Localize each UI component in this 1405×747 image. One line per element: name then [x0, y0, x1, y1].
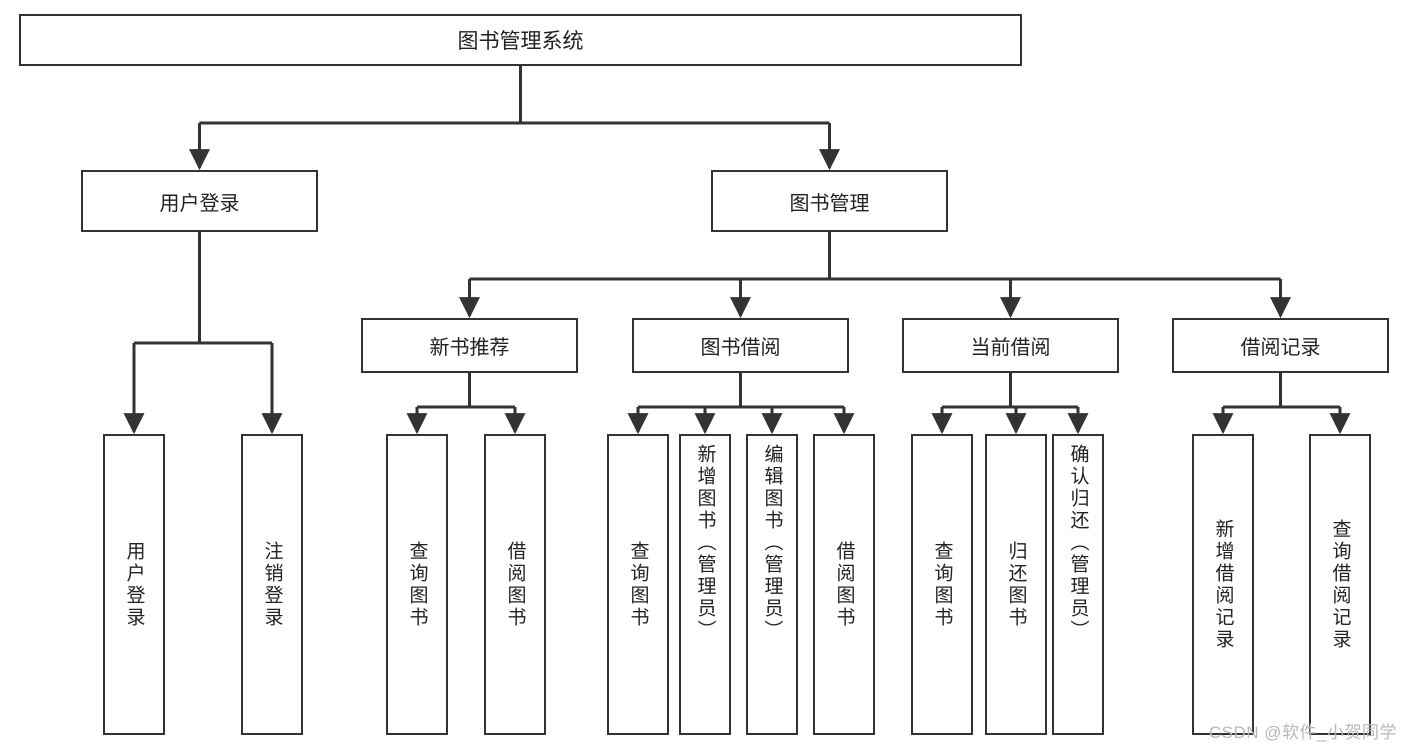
node-label: 当前借阅 — [970, 337, 1051, 359]
node-label: 图书管理系统 — [457, 30, 584, 53]
node-leaf-edit-book-admin[interactable]: 编辑图书（管理员） — [746, 434, 798, 735]
node-label: 新增借阅记录 — [1212, 518, 1234, 651]
node-borrow-record[interactable]: 借阅记录 — [1172, 318, 1389, 373]
node-label: 借阅图书 — [504, 540, 526, 629]
node-label: 新书推荐 — [429, 337, 510, 359]
node-label: 用户登录 — [123, 540, 145, 629]
node-leaf-return-book[interactable]: 归还图书 — [985, 434, 1047, 735]
node-leaf-confirm-return-admin[interactable]: 确认归还（管理员） — [1052, 434, 1104, 735]
watermark-label: CSDN @软件_小贺同学 — [1208, 723, 1397, 742]
node-leaf-query-book-rec[interactable]: 查询图书 — [386, 434, 448, 735]
node-leaf-query-borrow-record[interactable]: 查询借阅记录 — [1309, 434, 1371, 735]
node-label: 借阅记录 — [1240, 337, 1321, 359]
node-leaf-query-book-borrow[interactable]: 查询图书 — [607, 434, 669, 735]
node-label: 查询借阅记录 — [1329, 518, 1351, 651]
node-leaf-add-book-admin[interactable]: 新增图书（管理员） — [679, 434, 731, 735]
node-label: 查询图书 — [931, 540, 953, 629]
node-label: 新增图书（管理员） — [694, 444, 716, 642]
node-label: 查询图书 — [406, 540, 428, 629]
node-new-book-rec[interactable]: 新书推荐 — [361, 318, 578, 373]
node-leaf-query-book-current[interactable]: 查询图书 — [911, 434, 973, 735]
node-leaf-borrow-book-rec[interactable]: 借阅图书 — [484, 434, 546, 735]
node-root[interactable]: 图书管理系统 — [19, 14, 1022, 66]
node-leaf-user-login[interactable]: 用户登录 — [103, 434, 165, 735]
node-book-borrow[interactable]: 图书借阅 — [632, 318, 849, 373]
node-leaf-borrow-book[interactable]: 借阅图书 — [813, 434, 875, 735]
node-current-borrow[interactable]: 当前借阅 — [902, 318, 1119, 373]
node-label: 确认归还（管理员） — [1067, 444, 1089, 642]
node-label: 查询图书 — [627, 540, 649, 629]
node-label: 用户登录 — [159, 192, 240, 215]
node-label: 注销登录 — [261, 540, 283, 629]
node-label: 图书管理 — [789, 192, 870, 215]
node-label: 归还图书 — [1005, 540, 1027, 629]
node-leaf-user-logout[interactable]: 注销登录 — [241, 434, 303, 735]
node-book-manage[interactable]: 图书管理 — [711, 170, 948, 232]
node-leaf-add-borrow-record[interactable]: 新增借阅记录 — [1192, 434, 1254, 735]
node-label: 图书借阅 — [700, 337, 781, 359]
node-label: 借阅图书 — [833, 540, 855, 629]
node-user-login[interactable]: 用户登录 — [81, 170, 318, 232]
node-label: 编辑图书（管理员） — [761, 444, 783, 642]
